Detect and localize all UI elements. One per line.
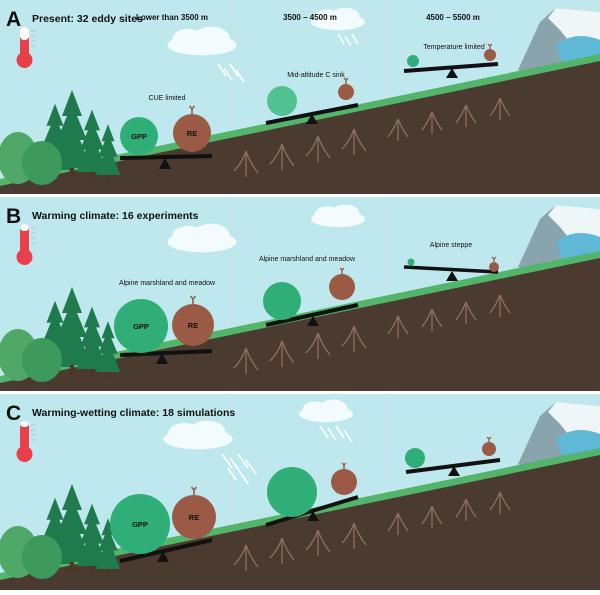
seesaw-icon xyxy=(403,62,499,73)
re-label: RE xyxy=(189,513,199,522)
site-label-low: CUE limited xyxy=(149,95,186,102)
seesaw-fulcrum xyxy=(306,114,318,124)
gpp-circle xyxy=(267,86,297,116)
forest xyxy=(0,484,121,579)
seesaw-mid xyxy=(263,267,359,327)
root-icon xyxy=(233,294,511,374)
site-label-low: Alpine marshland and meadow xyxy=(119,280,216,287)
seesaw-icon xyxy=(119,154,213,160)
rain-icon xyxy=(319,425,353,443)
seesaw-icon xyxy=(403,265,499,274)
forest xyxy=(0,287,121,382)
zone-label-mid: 3500 – 4500 m xyxy=(283,13,337,22)
re-sprout xyxy=(339,267,345,274)
panel-b: B Warming climate: 16 experiments Alpine… xyxy=(0,197,600,393)
rain-icon xyxy=(337,33,359,47)
re-circle xyxy=(482,442,496,456)
gpp-circle xyxy=(407,55,419,67)
re-circle xyxy=(489,262,499,272)
seesaw-icon xyxy=(119,538,213,563)
seesaw-low: GPP RE xyxy=(114,295,214,364)
re-sprout xyxy=(189,295,197,304)
forest xyxy=(0,90,121,185)
thermometer-icon xyxy=(16,421,36,462)
re-circle xyxy=(484,49,496,61)
gpp-circle xyxy=(405,448,425,468)
gpp-circle xyxy=(263,282,301,320)
gpp-label: GPP xyxy=(132,520,148,529)
gpp-circle xyxy=(110,494,170,554)
gpp-circle xyxy=(120,117,158,155)
re-circle xyxy=(172,304,214,346)
seesaw-fulcrum xyxy=(156,353,168,364)
re-sprout xyxy=(491,256,497,262)
re-sprout xyxy=(341,462,347,469)
root-icon xyxy=(233,97,511,177)
gpp-label: GPP xyxy=(131,132,147,141)
seesaw-high xyxy=(403,43,499,78)
panel-letter: A xyxy=(6,8,21,31)
seesaw-fulcrum xyxy=(307,316,319,326)
re-label: RE xyxy=(188,321,198,330)
seesaw-mid xyxy=(265,462,359,527)
seesaw-fulcrum xyxy=(446,68,458,78)
gpp-circle xyxy=(407,258,415,266)
seesaw-icon xyxy=(265,495,359,527)
seesaw-fulcrum xyxy=(448,466,460,476)
root-icon xyxy=(233,491,511,571)
zone-label-low: Lower than 3500 m xyxy=(136,13,208,22)
panel-c: C Warming-wetting climate: 18 simulation… xyxy=(0,394,600,590)
re-label: RE xyxy=(187,129,197,138)
seesaw-fulcrum xyxy=(307,511,319,521)
seesaw-icon xyxy=(405,458,501,474)
seesaw-fulcrum xyxy=(159,158,171,169)
rain-icon xyxy=(217,63,245,83)
thermometer-icon xyxy=(16,224,36,265)
site-label-high: Alpine steppe xyxy=(430,242,473,249)
re-sprout xyxy=(486,436,492,442)
seesaw-low: GPP RE xyxy=(119,105,213,169)
grass-slope xyxy=(0,54,600,186)
panel-title: Warming climate: 16 experiments xyxy=(32,210,199,222)
panel-title: Warming-wetting climate: 18 simulations xyxy=(32,407,235,419)
re-circle xyxy=(338,84,354,100)
panel-letter: C xyxy=(6,402,21,425)
panel-letter: B xyxy=(6,205,21,228)
re-sprout xyxy=(190,486,198,495)
seesaw-low: GPP RE xyxy=(110,486,216,563)
re-circle xyxy=(173,114,211,152)
re-circle xyxy=(329,274,355,300)
seesaw-fulcrum xyxy=(446,271,458,281)
re-circle xyxy=(172,495,216,539)
rain-icon xyxy=(221,453,257,485)
seesaw-mid xyxy=(265,77,359,125)
panel-title: Present: 32 eddy sites xyxy=(32,13,143,25)
site-label-mid: Mid-altitude C sink xyxy=(287,72,345,79)
re-sprout xyxy=(487,43,493,49)
seesaw-fulcrum xyxy=(157,551,169,562)
seesaw-icon xyxy=(119,349,213,357)
site-label-high: Temperature limited xyxy=(423,44,485,51)
zone-label-high: 4500 – 5500 m xyxy=(426,13,480,22)
seesaw-high xyxy=(405,436,501,476)
seesaw-icon xyxy=(265,303,359,327)
panel-a: A Present: 32 eddy sites Lower than 3500… xyxy=(0,0,600,196)
re-sprout xyxy=(343,77,349,84)
gpp-circle xyxy=(267,467,317,517)
gpp-label: GPP xyxy=(133,322,149,331)
re-circle xyxy=(331,469,357,495)
thermometer-icon xyxy=(16,27,36,68)
site-label-mid: Alpine marshland and meadow xyxy=(259,256,356,263)
seesaw-high xyxy=(403,256,499,281)
re-sprout xyxy=(188,105,196,114)
gpp-circle xyxy=(114,299,168,353)
